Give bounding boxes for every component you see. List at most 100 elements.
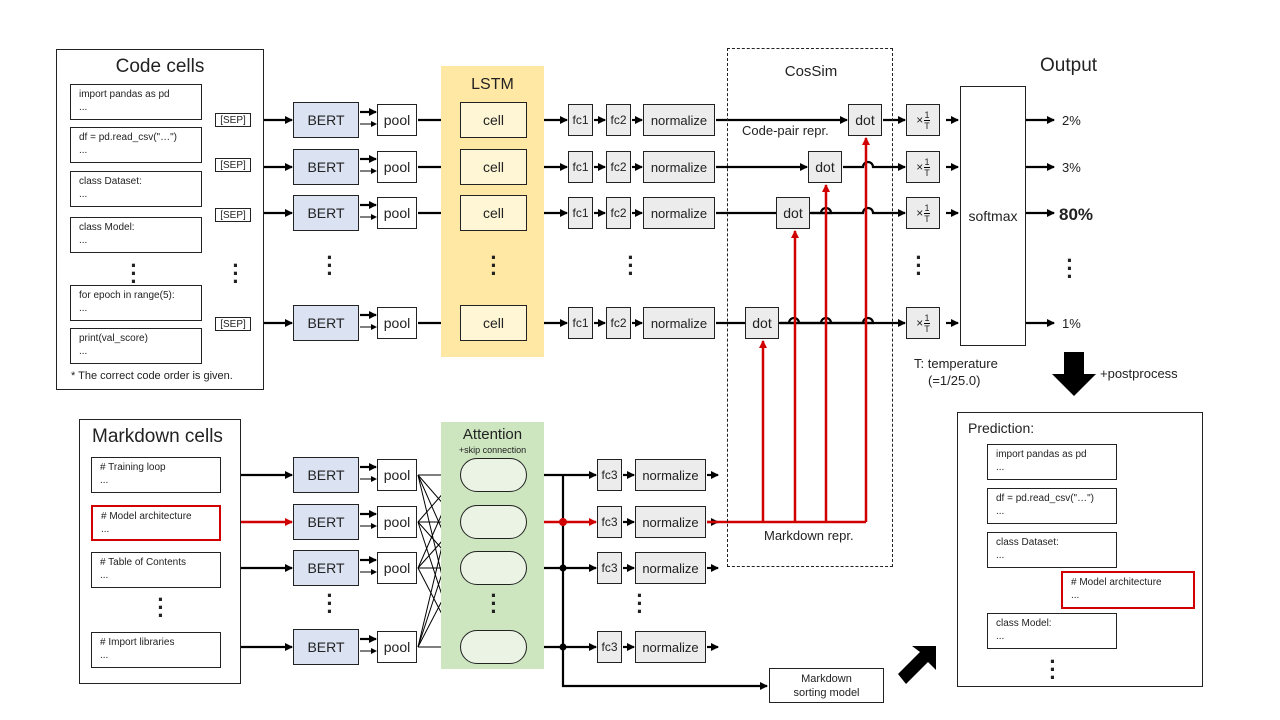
normalize-code-4: normalize: [643, 307, 715, 339]
sep-token-1: [SEP]: [215, 113, 251, 127]
fc3-md-2: fc3: [597, 506, 622, 538]
markdown-cell-3: # Table of Contents...: [91, 552, 221, 588]
fc1-code-2: fc1: [568, 151, 593, 183]
temp-num: 1: [924, 202, 930, 214]
normalize-code-3: normalize: [643, 197, 715, 229]
dot-2: dot: [808, 151, 842, 183]
bert-code-1: BERT: [293, 102, 359, 138]
row-ellipsis-5: ···: [326, 583, 334, 624]
temp-den: T: [924, 213, 930, 224]
code-pair-repr-label: Code-pair repr.: [742, 123, 829, 138]
attention-subtitle: +skip connection: [458, 445, 527, 455]
prediction-panel: Prediction: import pandas as pd... df = …: [957, 412, 1203, 690]
bert-md-3: BERT: [293, 550, 359, 586]
code-order-note: * The correct code order is given.: [71, 370, 233, 382]
prediction-cell-4: class Model:...: [987, 613, 1117, 649]
dot-4: dot: [745, 307, 779, 339]
code-cell-1: import pandas as pd...: [70, 84, 202, 120]
attention-node-3: [460, 551, 527, 585]
lstm-title: LSTM: [471, 76, 514, 93]
pool-md-2: pool: [377, 506, 417, 538]
normalize-md-2: normalize: [635, 506, 706, 538]
fc2-code-1: fc2: [606, 104, 631, 136]
pool-md-1: pool: [377, 459, 417, 491]
prediction-cell-inserted: # Model architecture...: [1061, 571, 1195, 609]
lstm-cell-3: cell: [460, 195, 527, 231]
postprocess-label: +postprocess: [1100, 366, 1178, 381]
lstm-cell-4: cell: [460, 305, 527, 341]
temp-times: ×: [916, 160, 924, 174]
fc3-md-1: fc3: [597, 459, 622, 491]
temp-num: 1: [924, 109, 930, 121]
code-cells-title: Code cells: [115, 56, 205, 77]
junction-dot-100: [559, 518, 567, 526]
output-value-2: 3%: [1062, 160, 1081, 175]
down-arrow-icon: [1052, 352, 1096, 396]
attention-node-4: [460, 630, 527, 664]
temp-den: T: [924, 120, 930, 131]
code-cell-2: df = pd.read_csv("…")...: [70, 127, 202, 163]
fc1-code-1: fc1: [568, 104, 593, 136]
markdown-repr-label: Markdown repr.: [764, 528, 854, 543]
row-ellipsis-7: ···: [636, 583, 644, 624]
prediction-ellipsis: ···: [1049, 649, 1057, 690]
sep-token-4: [SEP]: [215, 317, 251, 331]
temp-num: 1: [924, 312, 930, 324]
output-value-1: 2%: [1062, 113, 1081, 128]
code-cell-6: print(val_score)...: [70, 328, 202, 364]
junction-dot-101: [559, 564, 567, 572]
output-ellipsis: ···: [1066, 248, 1074, 289]
row-ellipsis-6: ···: [490, 583, 498, 624]
markdown-cell-2-highlighted: # Model architecture...: [91, 505, 221, 541]
normalize-md-3: normalize: [635, 552, 706, 584]
code-cell-4: class Model:...: [70, 217, 202, 253]
markdown-cells-panel: Markdown cells # Training loop... # Mode…: [79, 419, 241, 684]
normalize-md-1: normalize: [635, 459, 706, 491]
diagonal-arrow-icon: [898, 646, 936, 684]
fc3-md-3: fc3: [597, 552, 622, 584]
fc2-code-4: fc2: [606, 307, 631, 339]
bert-md-4: BERT: [293, 629, 359, 665]
sep-token-2: [SEP]: [215, 158, 251, 172]
prediction-cell-1: import pandas as pd...: [987, 444, 1117, 480]
code-cell-3: class Dataset:...: [70, 171, 202, 207]
code-sep-ellipsis: ···: [232, 253, 240, 294]
pool-code-2: pool: [377, 151, 417, 183]
output-title: Output: [1040, 55, 1098, 76]
normalize-code-2: normalize: [643, 151, 715, 183]
temperature-value: (=1/25.0): [928, 373, 981, 388]
temp-den: T: [924, 167, 930, 178]
temp-times: ×: [916, 316, 924, 330]
row-ellipsis-1: ···: [326, 245, 334, 286]
prediction-cell-3: class Dataset:...: [987, 532, 1117, 568]
temperature-label: T: temperature: [914, 356, 998, 371]
markdown-cell-1: # Training loop...: [91, 457, 221, 493]
temp-times: ×: [916, 113, 924, 127]
pool-code-3: pool: [377, 197, 417, 229]
row-ellipsis-3: ···: [627, 245, 635, 286]
pool-code-1: pool: [377, 104, 417, 136]
wire-99: [561, 475, 768, 690]
dot-3: dot: [776, 197, 810, 229]
sep-token-3: [SEP]: [215, 208, 251, 222]
code-cells-panel: Code cells import pandas as pd... df = p…: [56, 49, 264, 390]
lstm-cell-1: cell: [460, 102, 527, 138]
bert-code-2: BERT: [293, 149, 359, 185]
code-cells-ellipsis: ···: [130, 253, 138, 294]
markdown-sorting-model-box: Markdown sorting model: [769, 668, 884, 703]
hop-wire-54: [811, 206, 906, 217]
pool-md-3: pool: [377, 552, 417, 584]
normalize-md-4: normalize: [635, 631, 706, 663]
temp-num: 1: [924, 156, 930, 168]
bert-code-4: BERT: [293, 305, 359, 341]
temp-times: ×: [916, 206, 924, 220]
